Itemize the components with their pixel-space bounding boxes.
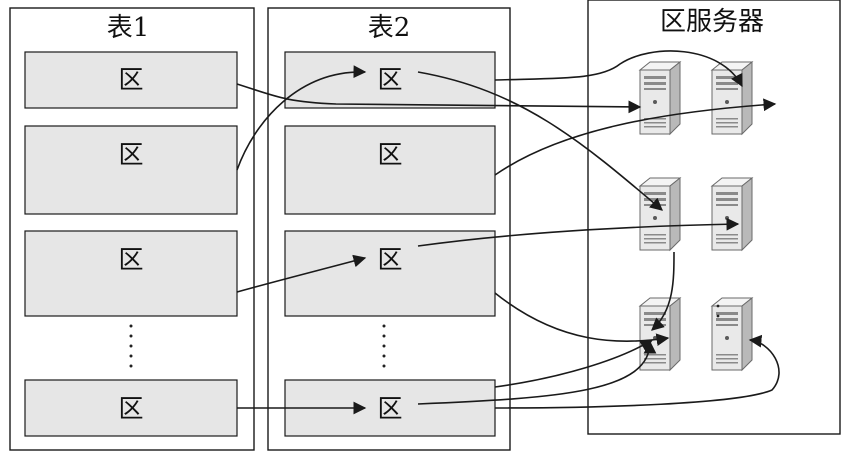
arrow bbox=[417, 340, 657, 405]
arrow bbox=[236, 83, 642, 114]
server-icon bbox=[639, 177, 681, 251]
table1-region: 区 bbox=[24, 230, 238, 317]
region-label: 区 bbox=[118, 245, 143, 274]
table2-panel: 表2 区 区 区 区 bbox=[267, 7, 511, 451]
region-label: 区 bbox=[118, 65, 143, 94]
server-icon bbox=[711, 177, 753, 251]
arrow bbox=[417, 217, 740, 247]
table1-panel: 表1 区 区 区 区 bbox=[9, 7, 255, 451]
region-label: 区 bbox=[118, 394, 143, 423]
arrow bbox=[494, 334, 780, 409]
region-label: 区 bbox=[377, 140, 402, 169]
table1-region: 区 bbox=[24, 51, 238, 109]
server-ellipsis bbox=[716, 304, 720, 318]
arrow bbox=[494, 339, 654, 388]
arrow bbox=[236, 254, 367, 293]
table1-ellipsis bbox=[129, 324, 133, 368]
region-label: 区 bbox=[377, 65, 402, 94]
table1-title: 表1 bbox=[107, 13, 150, 43]
arrow bbox=[494, 50, 743, 88]
arrow bbox=[651, 251, 675, 331]
server-icon bbox=[711, 297, 753, 371]
arrow bbox=[236, 65, 367, 171]
region-label: 区 bbox=[118, 140, 143, 169]
table2-title: 表2 bbox=[368, 13, 411, 43]
table2-ellipsis bbox=[382, 324, 386, 368]
region-label: 区 bbox=[377, 245, 402, 274]
assignment-arrows bbox=[236, 50, 780, 415]
arrow bbox=[417, 71, 663, 211]
table2-region: 区 bbox=[284, 125, 496, 215]
table1-region: 区 bbox=[24, 379, 238, 437]
region-label: 区 bbox=[377, 394, 402, 423]
table1-region: 区 bbox=[24, 125, 238, 215]
region-servers-panel: 区服务器 bbox=[587, 0, 841, 435]
server-icon bbox=[639, 61, 681, 135]
table2-region: 区 bbox=[284, 230, 496, 317]
region-servers-title: 区服务器 bbox=[660, 7, 764, 37]
arrow bbox=[494, 98, 777, 176]
